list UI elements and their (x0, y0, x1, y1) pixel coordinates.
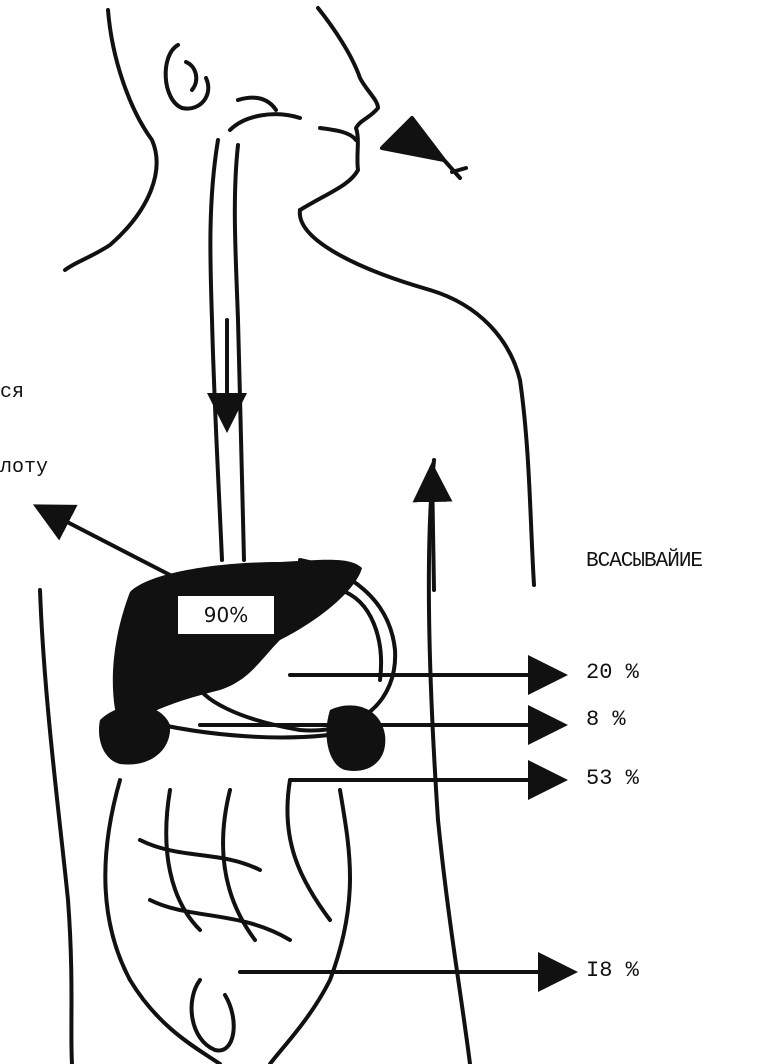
absorption-value-duodenum: 8 % (586, 707, 626, 732)
colon-left-coil (99, 706, 170, 765)
absorption-heading: ВСАСЫВАЙИЕ (586, 550, 702, 573)
shoulder-right (300, 210, 534, 585)
left-label-top: ся (0, 381, 24, 404)
liver (113, 560, 362, 730)
absorption-value-stomach: 20 % (586, 660, 639, 685)
absorption-value-large-intestine: I8 % (586, 958, 639, 983)
left-label-bottom: лоту (0, 456, 48, 479)
liver-percent: 90% (204, 603, 248, 627)
appendix (192, 980, 234, 1050)
torso-left (40, 590, 72, 1064)
ear (166, 45, 209, 109)
absorption-value-small-intestine: 53 % (586, 766, 639, 791)
head-outline (65, 10, 157, 270)
small-intestine (105, 780, 350, 1064)
liver-percent-box: 90% (176, 594, 276, 636)
cup-icon (382, 118, 466, 178)
colon-right-coil (326, 705, 385, 771)
face-profile (300, 8, 378, 210)
esophagus (210, 140, 222, 560)
